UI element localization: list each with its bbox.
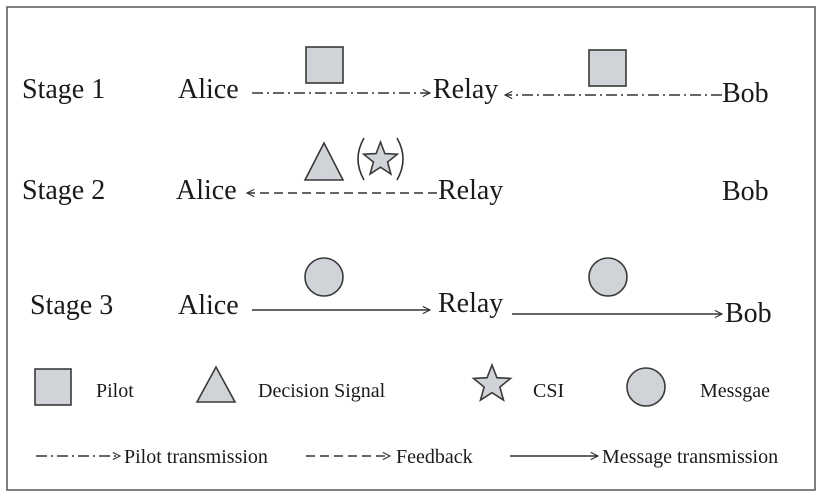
stage-3-bob: Bob: [725, 298, 772, 329]
stage-1-alice: Alice: [178, 74, 239, 105]
stage-1-relay: Relay: [433, 74, 498, 105]
diagram-border: [6, 6, 816, 491]
stage-3-alice: Alice: [178, 290, 239, 321]
legend-decision-signal-label: Decision Signal: [258, 380, 386, 402]
stage-1-bob: Bob: [722, 78, 769, 109]
stage-1-label: Stage 1: [22, 74, 105, 105]
stage-2-label: Stage 2: [22, 175, 105, 206]
legend-message-transmission-label: Message transmission: [602, 446, 778, 468]
stage-3-label: Stage 3: [30, 290, 113, 321]
stage-3-message-circle-icon: [304, 257, 344, 297]
stage-3-message-circle-icon-bob: [588, 257, 628, 297]
legend-message-label: Messgae: [700, 380, 770, 402]
legend-triangle-icon: [195, 365, 237, 403]
legend-circle-icon: [626, 367, 666, 407]
stage-2-decision-triangle-icon: [303, 141, 345, 181]
stage-3-relay: Relay: [438, 288, 503, 319]
legend-pilot-transmission-label: Pilot transmission: [124, 446, 268, 468]
stage-1-pilot-square-icon: [305, 46, 344, 84]
stage-2-alice: Alice: [176, 175, 237, 206]
legend-feedback-label: Feedback: [396, 446, 473, 468]
stage-2-bob: Bob: [722, 176, 769, 207]
legend-star-icon: [471, 362, 513, 402]
legend-square-icon: [34, 368, 72, 406]
stage-2-relay: Relay: [438, 175, 503, 206]
legend-pilot-label: Pilot: [96, 380, 134, 402]
stage-2-csi-star-icon: [357, 137, 404, 181]
legend-csi-label: CSI: [533, 380, 564, 402]
stage-1-pilot-square-icon-bob: [588, 49, 627, 87]
